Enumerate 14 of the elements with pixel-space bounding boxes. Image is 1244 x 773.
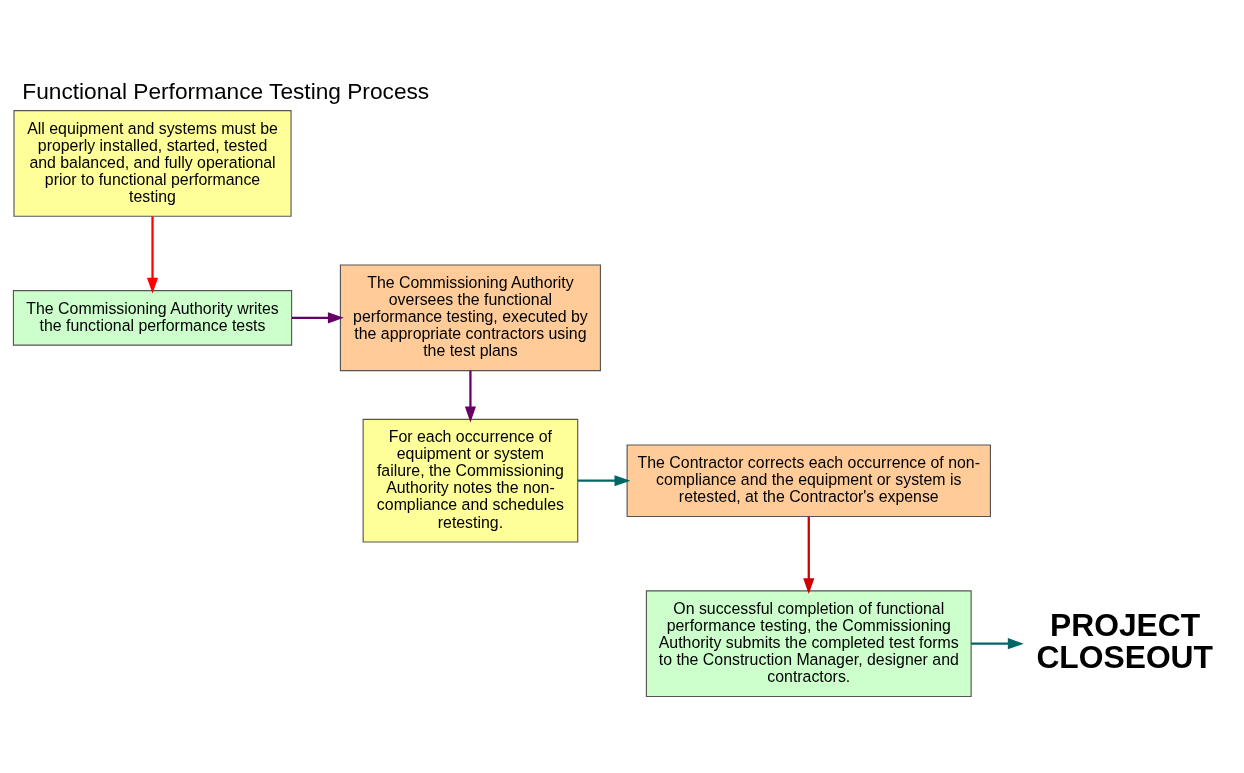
node-box: All equipment and systems must be properly installed, started, tested and balanced, and fully operational prior to functional performance testing xyxy=(13,110,292,217)
node-box: For each occurrence of equipment or system failure, the Commissioning Authority notes the non-compliance and schedules retesting. xyxy=(362,418,579,543)
arrow xyxy=(291,312,344,324)
arrow xyxy=(577,475,631,487)
node-box: The Commissioning Authority writes the functional performance tests xyxy=(12,290,293,346)
arrow xyxy=(464,370,476,423)
node-box: The Commissioning Authority oversees the functional performance testing, executed by the appropriate contractors using the test plans xyxy=(339,264,601,372)
node-box: The Contractor corrects each occurrence of non-compliance and the equipment or system is retested, at the Contractor's expense xyxy=(626,444,991,518)
node-box: On successful completion of functional performance testing, the Commissioning Authority submits the completed test forms to the Construction Manager, designer and contractors. xyxy=(645,590,972,698)
arrow xyxy=(803,516,815,595)
arrow xyxy=(971,638,1024,650)
diagram-title: Functional Performance Testing Process xyxy=(22,78,430,105)
arrow xyxy=(146,216,159,294)
node-text: PROJECT CLOSEOUT xyxy=(1036,607,1213,675)
